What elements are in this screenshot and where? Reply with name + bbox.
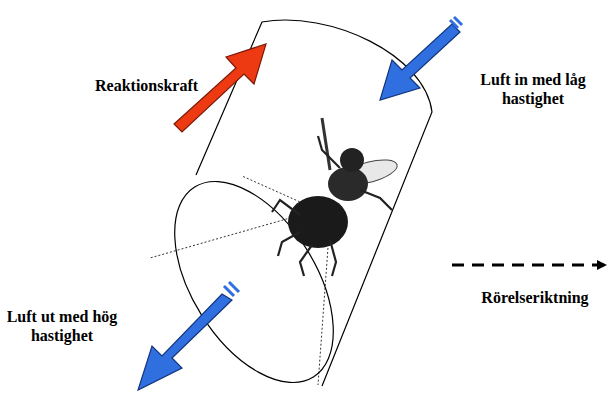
annotation-label: Rörelseriktning: [470, 288, 600, 307]
fly: [272, 118, 400, 276]
annotation-label: Reaktionskraft: [95, 76, 225, 95]
outflow-arrow: [138, 294, 232, 390]
motion-arrow: [452, 264, 605, 267]
annotation-label: Luft ut med hög hastighet: [6, 307, 118, 345]
inflow-arrow: [380, 24, 460, 100]
annotation-label: Luft in med låg hastighet: [478, 70, 588, 108]
